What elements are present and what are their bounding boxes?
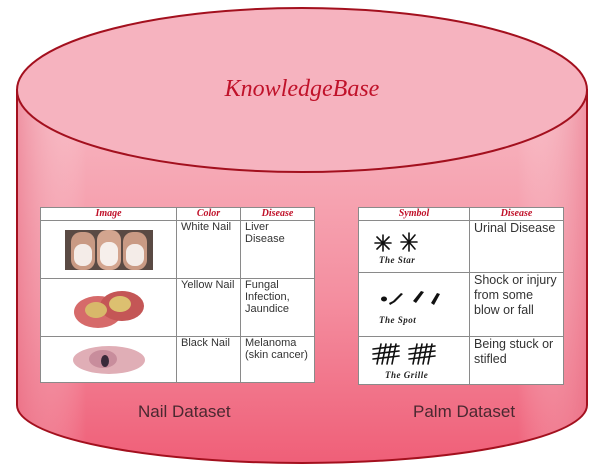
knowledgebase-title: KnowledgeBase — [224, 76, 380, 102]
spot-symbol-icon: The Spot — [379, 290, 440, 325]
header-color: Color — [176, 207, 241, 221]
palm-dataset-label: Palm Dataset — [413, 402, 516, 421]
nail-color: Black Nail — [176, 336, 241, 383]
palm-disease: Urinal Disease — [469, 220, 564, 273]
header-image: Image — [40, 207, 177, 221]
nail-disease: Melanoma (skin cancer) — [240, 336, 315, 383]
palm-disease: Being stuck or stifled — [469, 336, 564, 385]
table-row: Yellow Nail Fungal Infection, Jaundice — [40, 278, 315, 337]
star-symbol-label: The Star — [379, 255, 415, 265]
white-nail-image — [64, 229, 153, 270]
table-row: The Spot Shock or injury from some blow … — [358, 272, 564, 337]
table-row: Black Nail Melanoma (skin cancer) — [40, 336, 315, 383]
nail-dataset-table: Image Color Disease White Nail Liver Dis… — [40, 207, 315, 383]
palm-disease: Shock or injury from some blow or fall — [469, 272, 564, 337]
nail-image-cell — [40, 336, 177, 383]
table-row: The Star Urinal Disease — [358, 220, 564, 273]
spot-symbol-label: The Spot — [379, 315, 416, 325]
yellow-nail-image — [69, 285, 148, 330]
table-row: The Grille Being stuck or stifled — [358, 336, 564, 385]
grille-symbol-icon: The Grille — [372, 342, 436, 380]
table-row: White Nail Liver Disease — [40, 220, 315, 279]
header-symbol: Symbol — [358, 207, 470, 221]
black-nail-image — [68, 342, 149, 377]
nail-color: Yellow Nail — [176, 278, 241, 337]
nail-disease: Liver Disease — [240, 220, 315, 279]
nail-table-header: Image Color Disease — [40, 207, 315, 221]
cylinder-top — [16, 7, 588, 173]
nail-disease: Fungal Infection, Jaundice — [240, 278, 315, 337]
nail-image-cell — [40, 278, 177, 337]
nail-color: White Nail — [176, 220, 241, 279]
nail-dataset-label: Nail Dataset — [138, 402, 231, 421]
palm-symbol-cell: The Spot — [358, 272, 470, 337]
header-disease: Disease — [240, 207, 315, 221]
palm-table-header: Symbol Disease — [358, 207, 564, 221]
palm-symbol-cell: The Grille — [358, 336, 470, 385]
star-symbol-icon: The Star — [374, 231, 418, 265]
palm-dataset-table: Symbol Disease The Star Urinal Disease — [358, 207, 564, 385]
nail-image-cell — [40, 220, 177, 279]
header-disease: Disease — [469, 207, 564, 221]
palm-symbol-cell: The Star — [358, 220, 470, 273]
grille-symbol-label: The Grille — [385, 370, 428, 380]
